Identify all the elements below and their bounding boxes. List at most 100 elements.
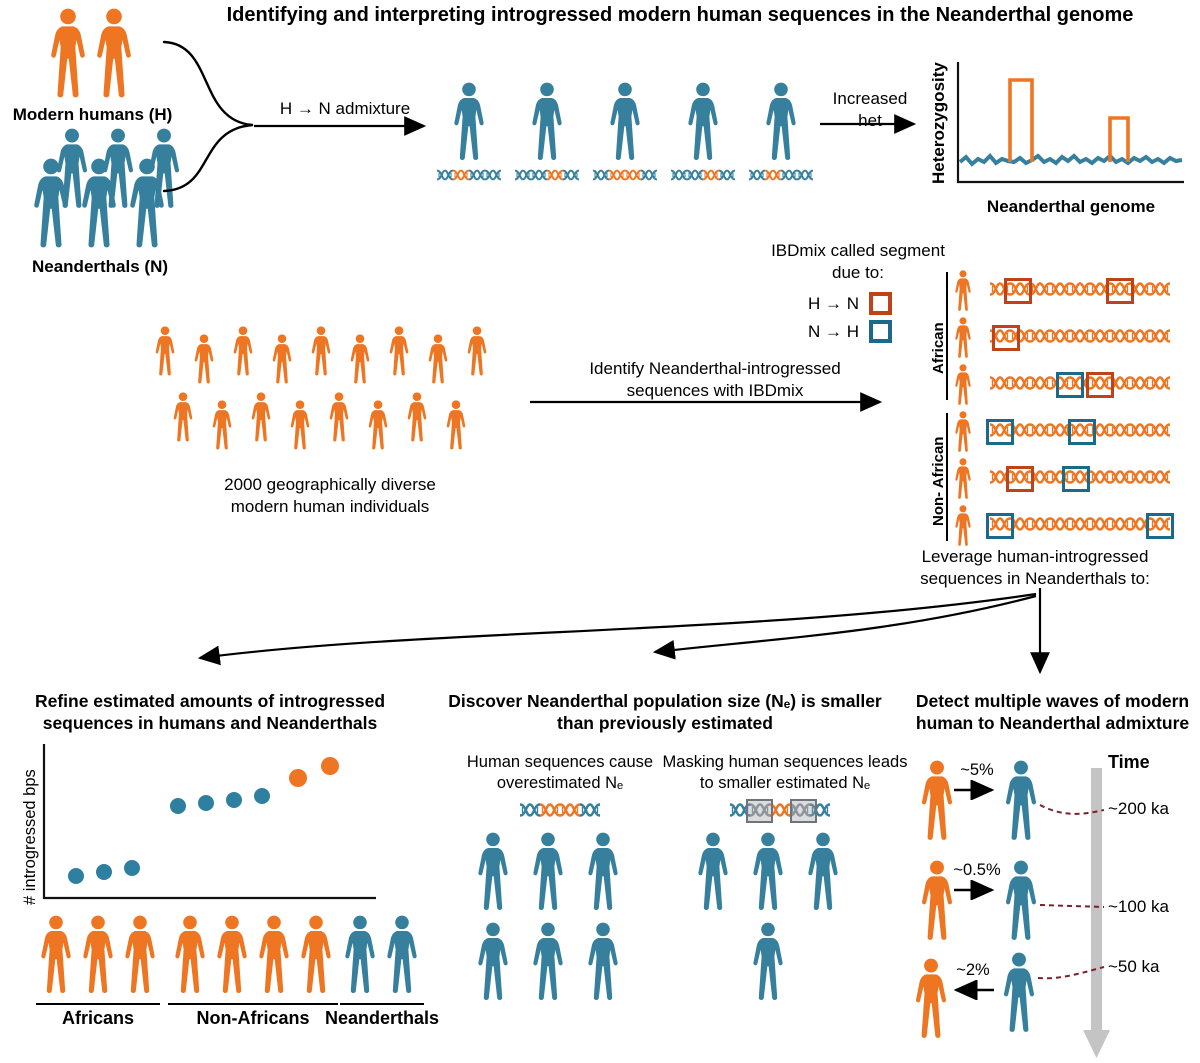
modern-human-icon — [950, 270, 976, 313]
modern-human-icon — [209, 400, 235, 452]
modern-human-icon — [46, 8, 90, 102]
mask-box — [790, 799, 817, 823]
introgressed-bps-plot — [42, 744, 376, 900]
dna-sequence — [984, 466, 1176, 492]
neanderthals-bracket — [340, 1003, 424, 1005]
wave-2-arrow — [954, 880, 995, 900]
ibd-row-african-1 — [950, 268, 1190, 315]
h-to-n-segment-icon — [869, 292, 892, 315]
ibd-row-african-3 — [950, 362, 1190, 409]
modern-human-cohort — [152, 326, 490, 444]
dna-sequence — [984, 372, 1176, 398]
modern-human-icon — [443, 400, 469, 452]
dna-icon — [593, 169, 657, 181]
ibd-segment-n-to-h — [1146, 513, 1174, 539]
dna-icon — [515, 169, 579, 181]
african-icon — [78, 915, 118, 997]
african-icon — [120, 915, 160, 997]
modern-humans-label: Modern humans (H) — [12, 105, 173, 124]
modern-human-icon — [950, 411, 976, 454]
modern-human-icon — [326, 392, 352, 444]
wave-3-time: ~50 ka — [1108, 957, 1160, 976]
mask-box — [746, 799, 773, 823]
modern-human-icon — [287, 400, 313, 452]
modern-human-icon — [170, 392, 196, 444]
wave-2-time: ~100 ka — [1108, 897, 1169, 916]
wave-2-percent: ~0.5% — [953, 861, 1001, 879]
het-xlabel: Neanderthal genome — [986, 197, 1156, 216]
africans-bracket — [36, 1003, 160, 1005]
dna-sequence — [984, 513, 1176, 539]
neanderthal-icon — [76, 158, 122, 252]
ibd-segment-n-to-h — [1068, 419, 1096, 445]
time-label: Time — [1108, 752, 1150, 772]
heterozygosity-plot — [956, 62, 1184, 184]
neanderthal-icon — [382, 915, 422, 997]
ibd-segment-n-to-h — [1062, 466, 1090, 492]
non-african-icon — [170, 915, 210, 997]
wave-1-percent: ~5% — [960, 761, 994, 779]
panel-refine-title: Refine estimated amounts of introgressed… — [34, 691, 386, 734]
modern-human-icon — [950, 505, 976, 548]
merge-brace — [162, 40, 254, 193]
modern-human-icon — [912, 958, 950, 1042]
modern-human-icon — [950, 458, 976, 501]
legend-label: H → N — [808, 293, 859, 313]
non-african-group-bracket — [946, 413, 948, 541]
identify-arrow — [530, 392, 883, 412]
dna-sequence — [984, 278, 1176, 304]
cohort-row — [170, 392, 490, 444]
ibd-row-non-african-1 — [950, 409, 1190, 456]
modern-human-icon — [425, 334, 451, 386]
non-african-icon — [296, 915, 336, 997]
neanderthal-icon — [745, 922, 791, 1004]
modern-human-icon — [365, 400, 391, 452]
wave-3-percent: ~2% — [956, 961, 990, 979]
ibd-segment-h-to-n — [1006, 466, 1034, 492]
time-arrow — [1083, 768, 1110, 1058]
african-group-bracket — [946, 272, 948, 400]
modern-human-icon — [191, 334, 217, 386]
modern-human-icon — [152, 326, 178, 378]
neanderthal-icon — [690, 832, 736, 914]
wave-3-arrow — [953, 980, 994, 1000]
panel-waves-title: Detect multiple waves of modern human to… — [915, 691, 1190, 734]
admixed-neanderthal-icon — [682, 82, 724, 164]
neanderthal-icon — [470, 832, 516, 914]
ibd-segment-n-to-h — [986, 419, 1014, 445]
modern-human-icon — [230, 326, 256, 378]
increased-het-label: Increased het — [832, 89, 908, 131]
branch-arrows — [197, 588, 1050, 675]
dna-masked-icon — [725, 799, 835, 823]
neanderthals-label: Neanderthals (N) — [31, 257, 169, 276]
neanderthal-icon — [525, 832, 571, 914]
non-african-icon — [212, 915, 252, 997]
neanderthal-icon — [340, 915, 380, 997]
dna-icon — [437, 169, 501, 181]
neanderthal-icon — [580, 922, 626, 1004]
neanderthal-icon — [745, 832, 791, 914]
dna-icon — [749, 169, 813, 181]
wave-1-time: ~200 ka — [1108, 799, 1169, 818]
ibd-row-non-african-2 — [950, 456, 1190, 503]
modern-human-icon — [950, 364, 976, 407]
legend-item-n-to-h: N → H — [808, 320, 892, 343]
cohort-row — [152, 326, 490, 378]
modern-human-icon — [918, 760, 956, 844]
neanderthal-icon — [800, 832, 846, 914]
neanderthal-icon — [580, 832, 626, 914]
african-icon — [36, 915, 76, 997]
non-africans-bracket — [168, 1003, 338, 1005]
admixture-arrow — [254, 116, 427, 136]
africans-label: Africans — [61, 1008, 135, 1028]
ibd-segment-h-to-n — [1086, 372, 1114, 398]
increased-het-arrow — [820, 114, 917, 134]
modern-human-icon — [464, 326, 490, 378]
neanderthal-icon — [28, 158, 74, 252]
wave-1-arrow — [954, 780, 995, 800]
neanderthal-icon — [1000, 952, 1038, 1036]
leverage-label: Leverage human-introgressed sequences in… — [920, 547, 1150, 589]
neanderthal-icon — [470, 922, 516, 1004]
legend-item-h-to-n: H → N — [808, 292, 892, 315]
